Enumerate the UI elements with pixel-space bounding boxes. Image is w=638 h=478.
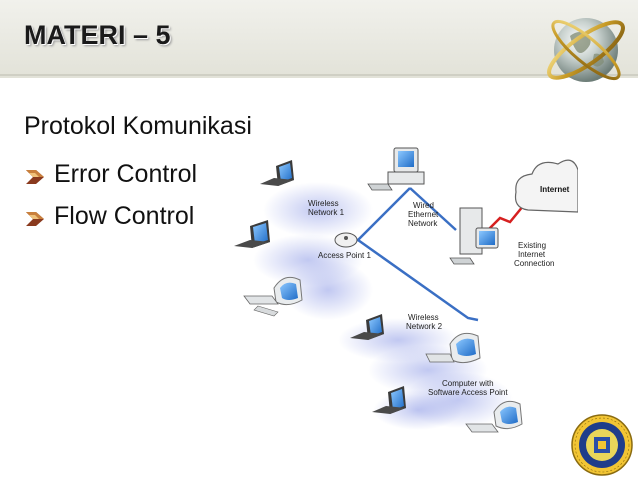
desktop-computer-wired [367, 147, 425, 191]
network-diagram: Internet [234, 147, 578, 433]
access-point-1-device [334, 232, 358, 248]
slide-header [0, 0, 638, 78]
internet-cloud: Internet [514, 159, 578, 213]
header-divider [0, 74, 638, 76]
laptop-1 [260, 160, 294, 186]
bullet-label: Error Control [54, 160, 198, 188]
imac-computer-2 [465, 400, 523, 433]
laptop-3 [350, 314, 384, 340]
wired-ethernet-label: Wired Ethernet Network [408, 201, 440, 228]
server-computer [449, 207, 499, 265]
imac-computer-1 [243, 276, 303, 317]
bullet-arrow-icon [26, 170, 44, 184]
internet-link [482, 199, 529, 236]
software-access-point-label: Computer with Software Access Point [428, 379, 508, 397]
university-seal-icon [571, 414, 633, 476]
laptop-2 [234, 220, 270, 248]
wireless-signal-area-1 [253, 182, 373, 320]
laptop-4 [372, 386, 406, 414]
access-point-1-label: Access Point 1 [318, 251, 371, 260]
bullet-label: Flow Control [54, 202, 195, 230]
existing-internet-label: Existing Internet Connection [514, 241, 554, 268]
computer-software-access-point [425, 332, 481, 364]
wireless-network-1-label: Wireless Network 1 [308, 199, 345, 217]
globe-icon [547, 18, 625, 82]
wireless-network-2-label: Wireless Network 2 [406, 313, 443, 331]
content-heading: Protokol Komunikasi [24, 112, 252, 140]
bullet-arrow-icon [26, 212, 44, 226]
internet-label: Internet [540, 185, 570, 194]
slide-title: MATERI – 5 [24, 20, 171, 50]
